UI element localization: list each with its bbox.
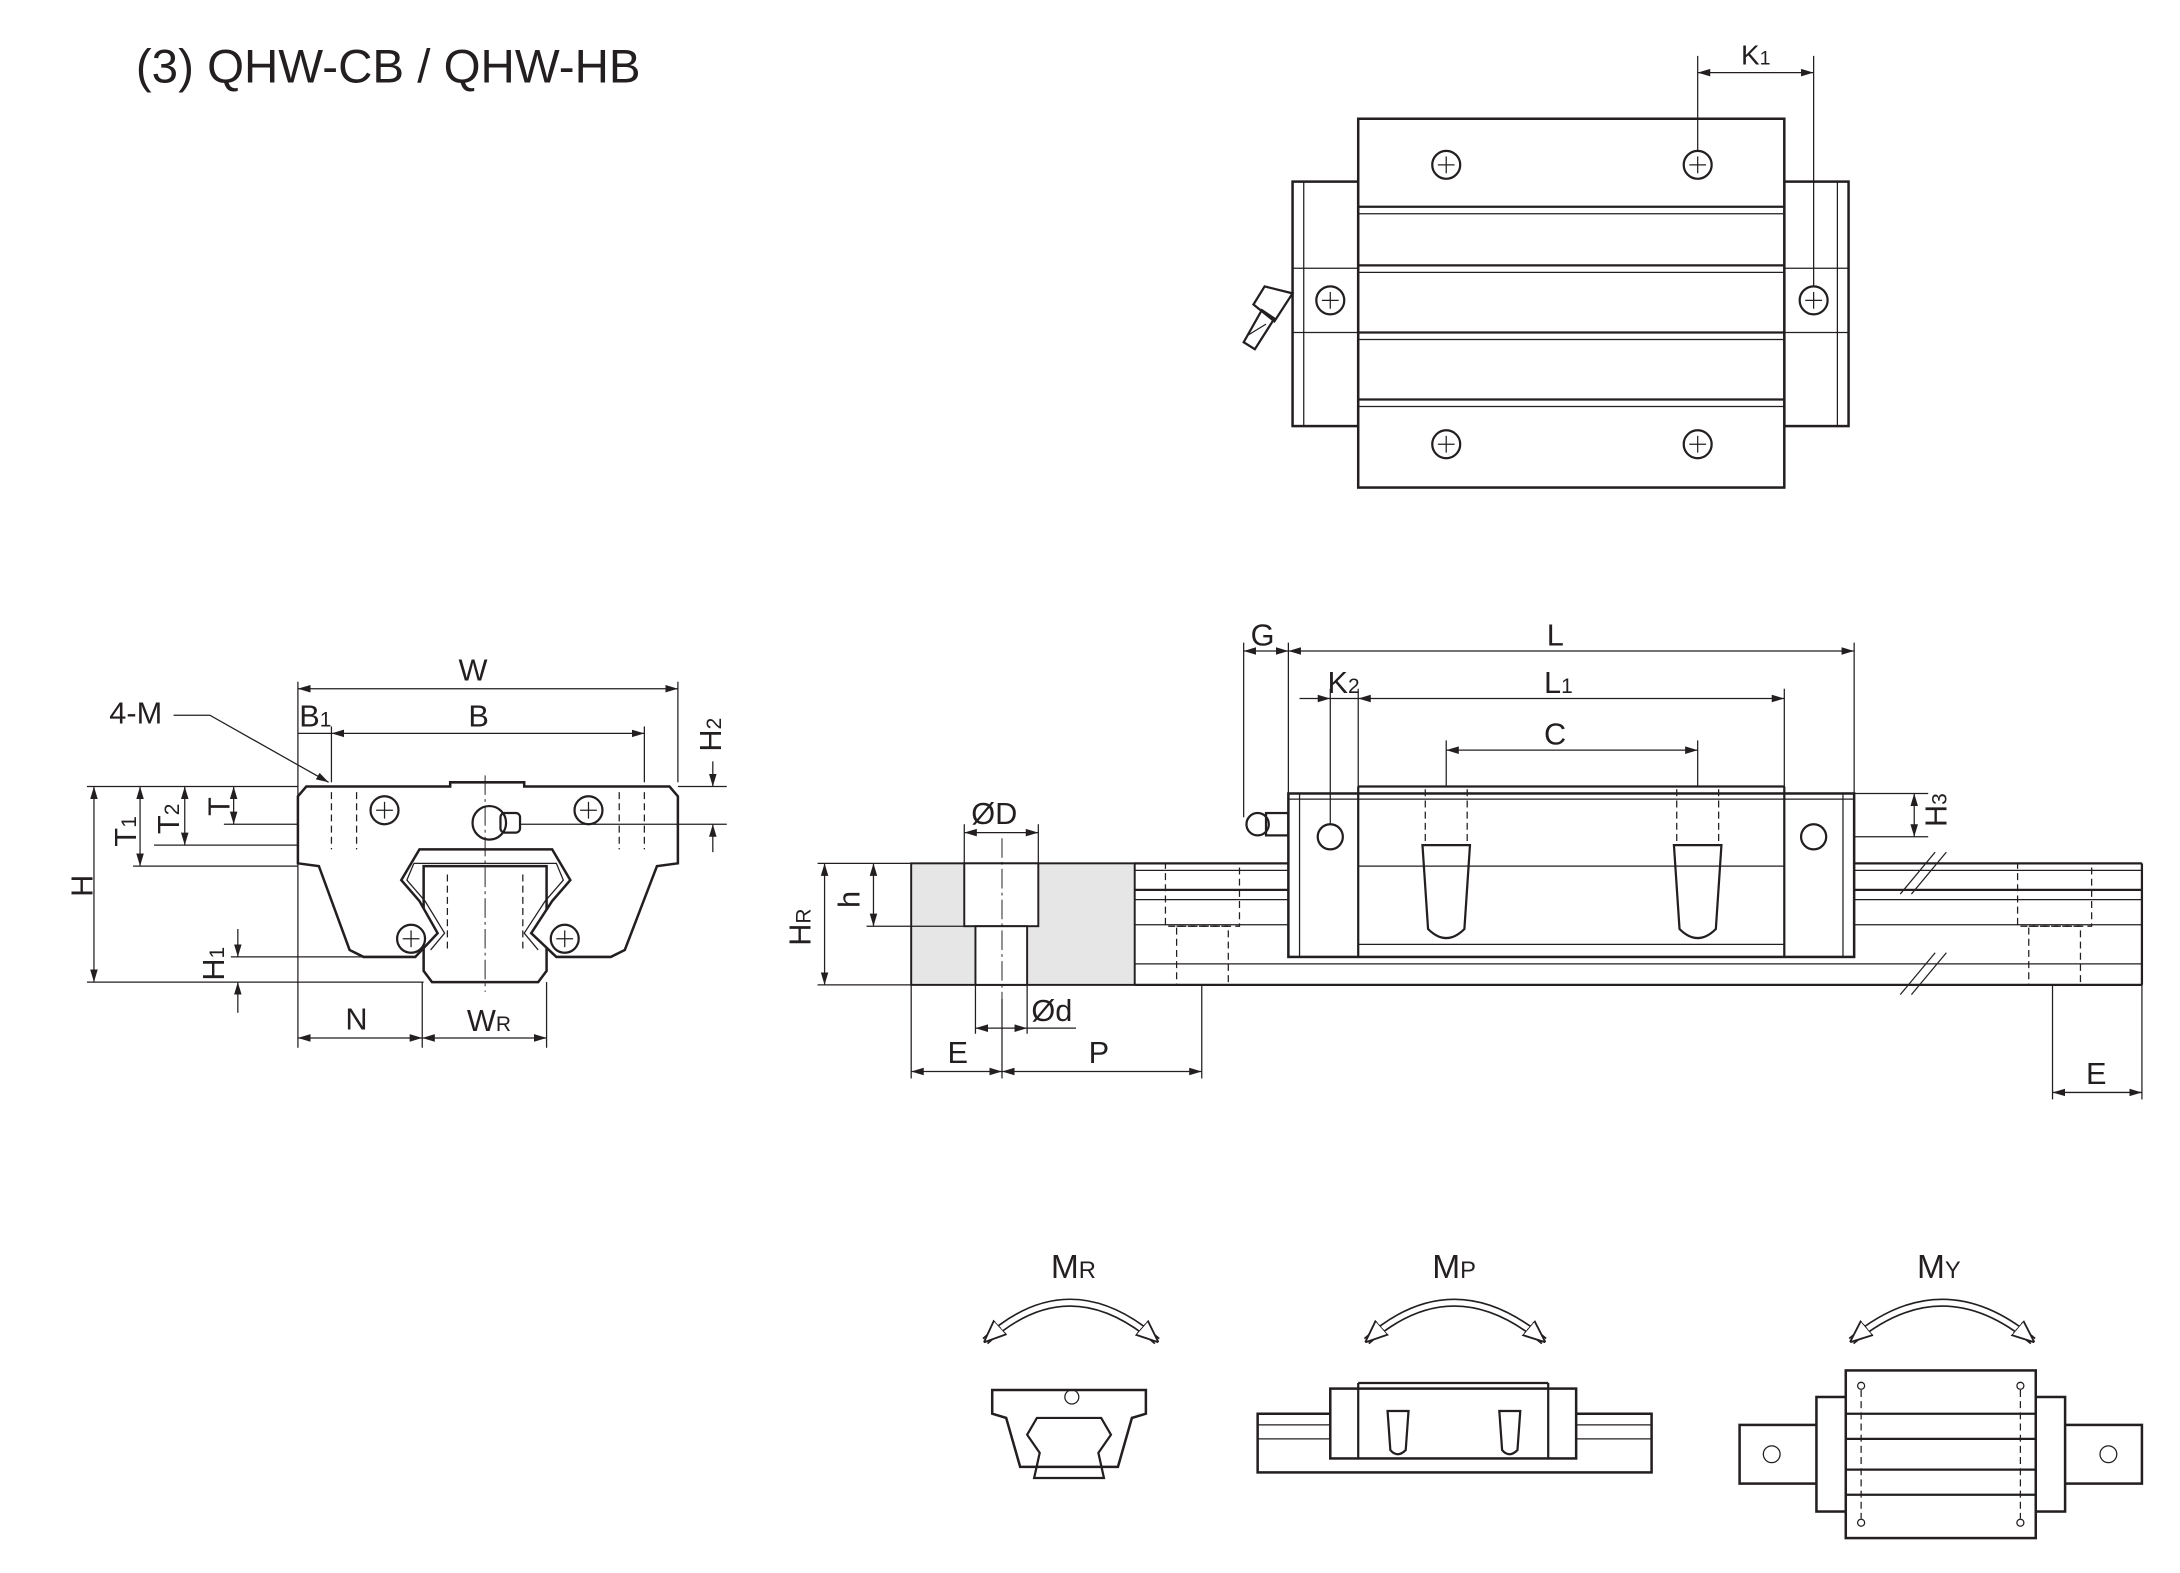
dim-t-label: T	[201, 797, 236, 816]
dim-c-label: C	[1544, 717, 1566, 752]
dim-h1-label: H1	[196, 947, 231, 981]
top-view: K1	[1242, 39, 1850, 489]
end-hole-icon	[1799, 823, 1828, 851]
dim-g-label: G	[1251, 617, 1275, 652]
dim-b-label: B	[468, 698, 489, 733]
dim-p-label: P	[1089, 1035, 1110, 1070]
dim-l1-label: L1	[1544, 665, 1573, 700]
moment-yaw-label: MY	[1917, 1249, 1961, 1286]
pocket-icon	[1421, 844, 1472, 940]
moment-pitch: MP	[1256, 1249, 1653, 1474]
dim-b1-label: B1	[299, 698, 331, 733]
moment-yaw: MY	[1738, 1249, 2144, 1540]
moment-roll: MR	[985, 1249, 1157, 1480]
pocket-icon	[1672, 844, 1723, 940]
moment-roll-label: MR	[1051, 1249, 1096, 1286]
grease-nipple-icon	[1242, 285, 1295, 351]
dim-counterbore-diameter-label: ØD	[971, 796, 1017, 831]
dim-hole-diameter-label: Ød	[1031, 993, 1072, 1028]
thread-4m-label: 4-M	[109, 696, 162, 731]
dim-l-label: L	[1547, 617, 1564, 652]
front-view: W B B1 4-M H T1 T2 T H1 H2 N WR	[65, 652, 728, 1048]
dim-k1-label: K1	[1741, 39, 1771, 70]
dim-e-right-label: E	[2086, 1056, 2107, 1091]
moment-pitch-label: MP	[1432, 1249, 1476, 1286]
dim-n-label: N	[345, 1002, 367, 1037]
dim-h3-label: H3	[1918, 793, 1953, 827]
dim-counterbore-depth-label: h	[831, 891, 866, 908]
grease-nipple-icon	[1245, 811, 1290, 837]
dim-hr-label: HR	[783, 908, 818, 945]
dim-t2-label: T2	[151, 804, 186, 834]
dim-t1-label: T1	[108, 816, 143, 846]
dim-h2-label: H2	[693, 718, 728, 752]
dim-w-label: W	[459, 652, 488, 687]
grease-nipple-icon	[471, 804, 522, 841]
dim-h-label: H	[65, 875, 100, 897]
page-title: (3) QHW-CB / QHW-HB	[136, 40, 641, 93]
dim-wr-label: WR	[467, 1003, 511, 1038]
dim-e-label: E	[948, 1035, 969, 1070]
side-view: G L K2 L1 C H3 ØD h HR Ød E P E	[783, 617, 2144, 1100]
dim-k2-label: K2	[1327, 665, 1359, 700]
